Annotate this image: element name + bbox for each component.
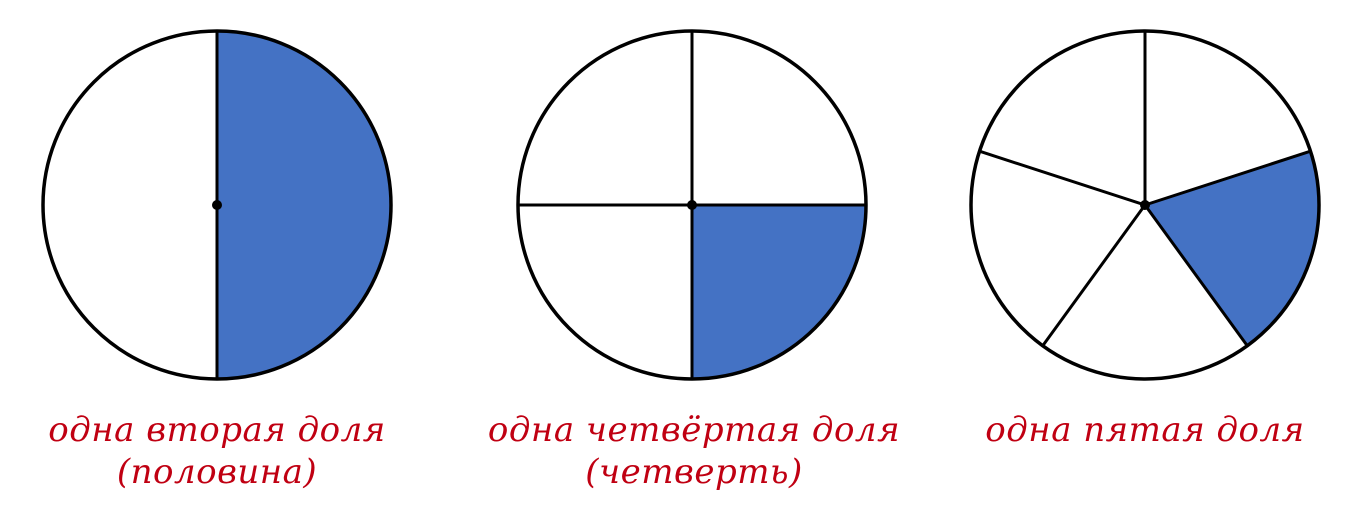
shaded-sector	[692, 205, 866, 379]
division-line	[1144, 149, 1311, 207]
quarter-caption-line-2: (четверть)	[585, 452, 803, 492]
quarter-circle-diagram	[516, 29, 868, 381]
half-caption-line-1: одна вторая доля	[48, 410, 386, 450]
half-caption: одна вторая доля (половина)	[0, 409, 434, 493]
fifth-caption: одна пятая доля	[950, 409, 1340, 451]
shaded-sector	[1145, 151, 1320, 346]
center-dot	[687, 200, 697, 210]
division-line	[1041, 204, 1147, 347]
half-caption-line-2: (половина)	[116, 452, 318, 492]
division-line	[979, 149, 1146, 207]
division-line	[1143, 204, 1249, 347]
quarter-caption-line-1: одна четвёртая доля	[487, 410, 901, 450]
fifth-caption-line-1: одна пятая доля	[985, 410, 1305, 450]
fifth-circle-diagram	[969, 29, 1321, 381]
half-circle-diagram	[41, 29, 393, 381]
center-dot	[212, 200, 222, 210]
center-dot	[1140, 200, 1150, 210]
shaded-sector	[217, 31, 391, 379]
quarter-caption: одна четвёртая доля (четверть)	[468, 409, 920, 493]
